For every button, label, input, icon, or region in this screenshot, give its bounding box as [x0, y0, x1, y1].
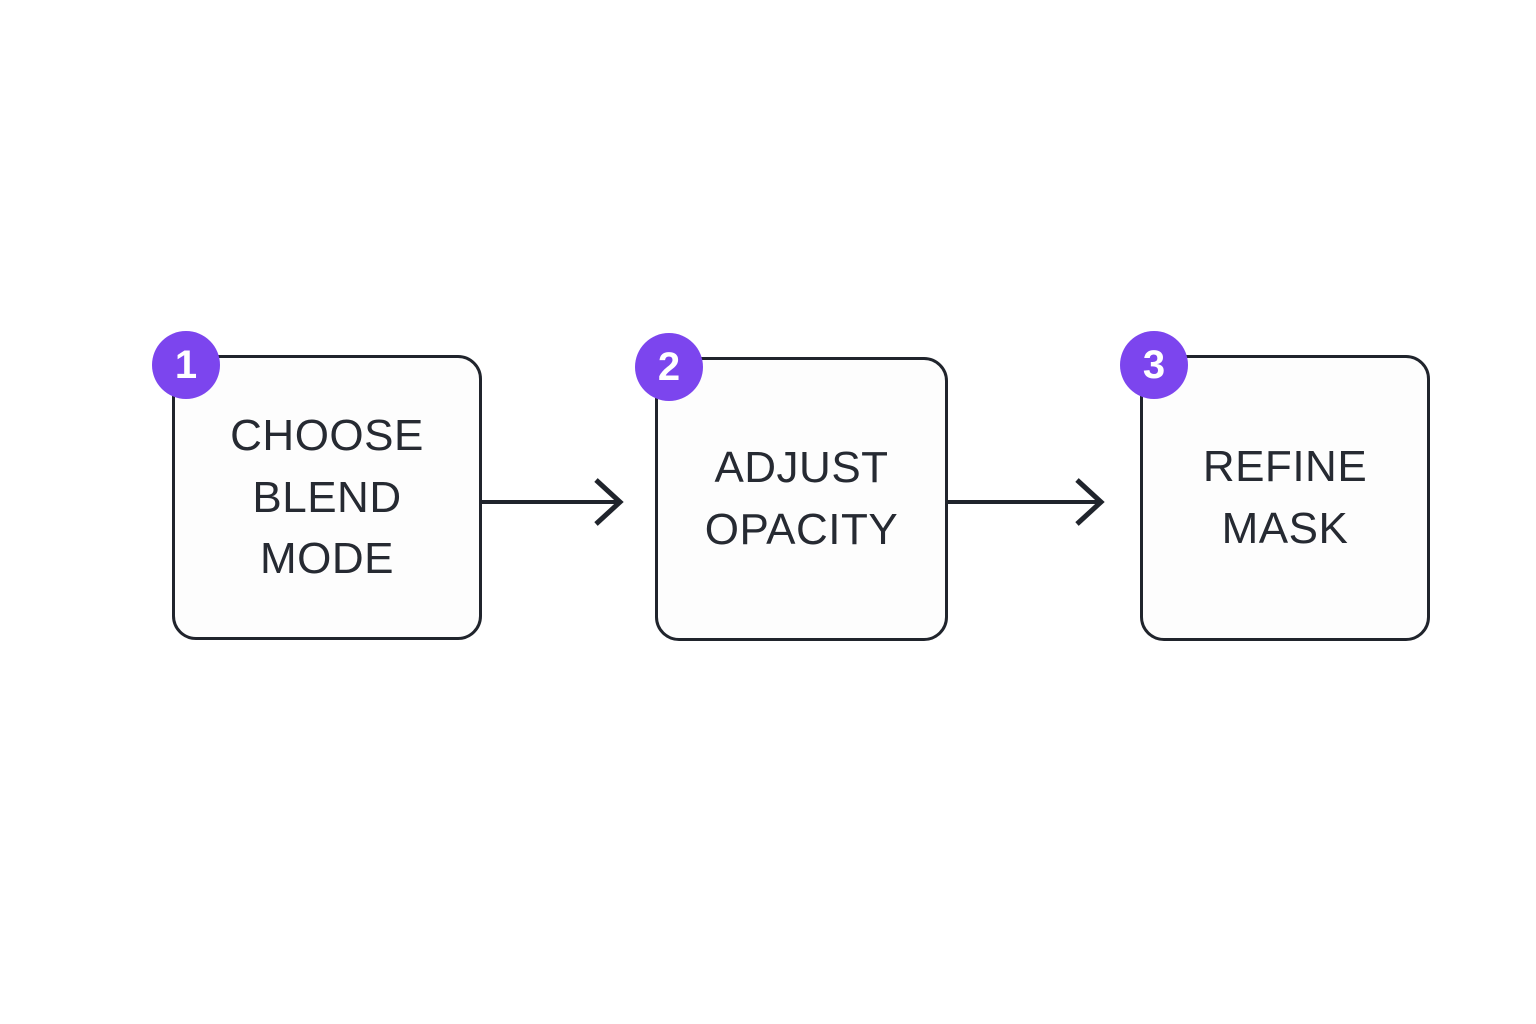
step-1-number-badge: 1: [152, 331, 220, 399]
arrow-step2-to-step3-icon: [948, 472, 1105, 532]
step-3-number-badge: 3: [1120, 331, 1188, 399]
step-2-number-badge: 2: [635, 333, 703, 401]
step-3-label: REFINE MASK: [1202, 442, 1368, 553]
arrow-step1-to-step2-icon: [482, 472, 624, 532]
step-box-choose-blend-mode: 1 CHOOSE BLEND MODE: [152, 331, 482, 640]
step-2-label: ADJUST OPACITY: [704, 443, 899, 554]
step-1-label: CHOOSE BLEND MODE: [230, 411, 424, 584]
step-box-adjust-opacity: 2 ADJUST OPACITY: [635, 333, 948, 641]
step-box-refine-mask: 3 REFINE MASK: [1120, 331, 1430, 641]
